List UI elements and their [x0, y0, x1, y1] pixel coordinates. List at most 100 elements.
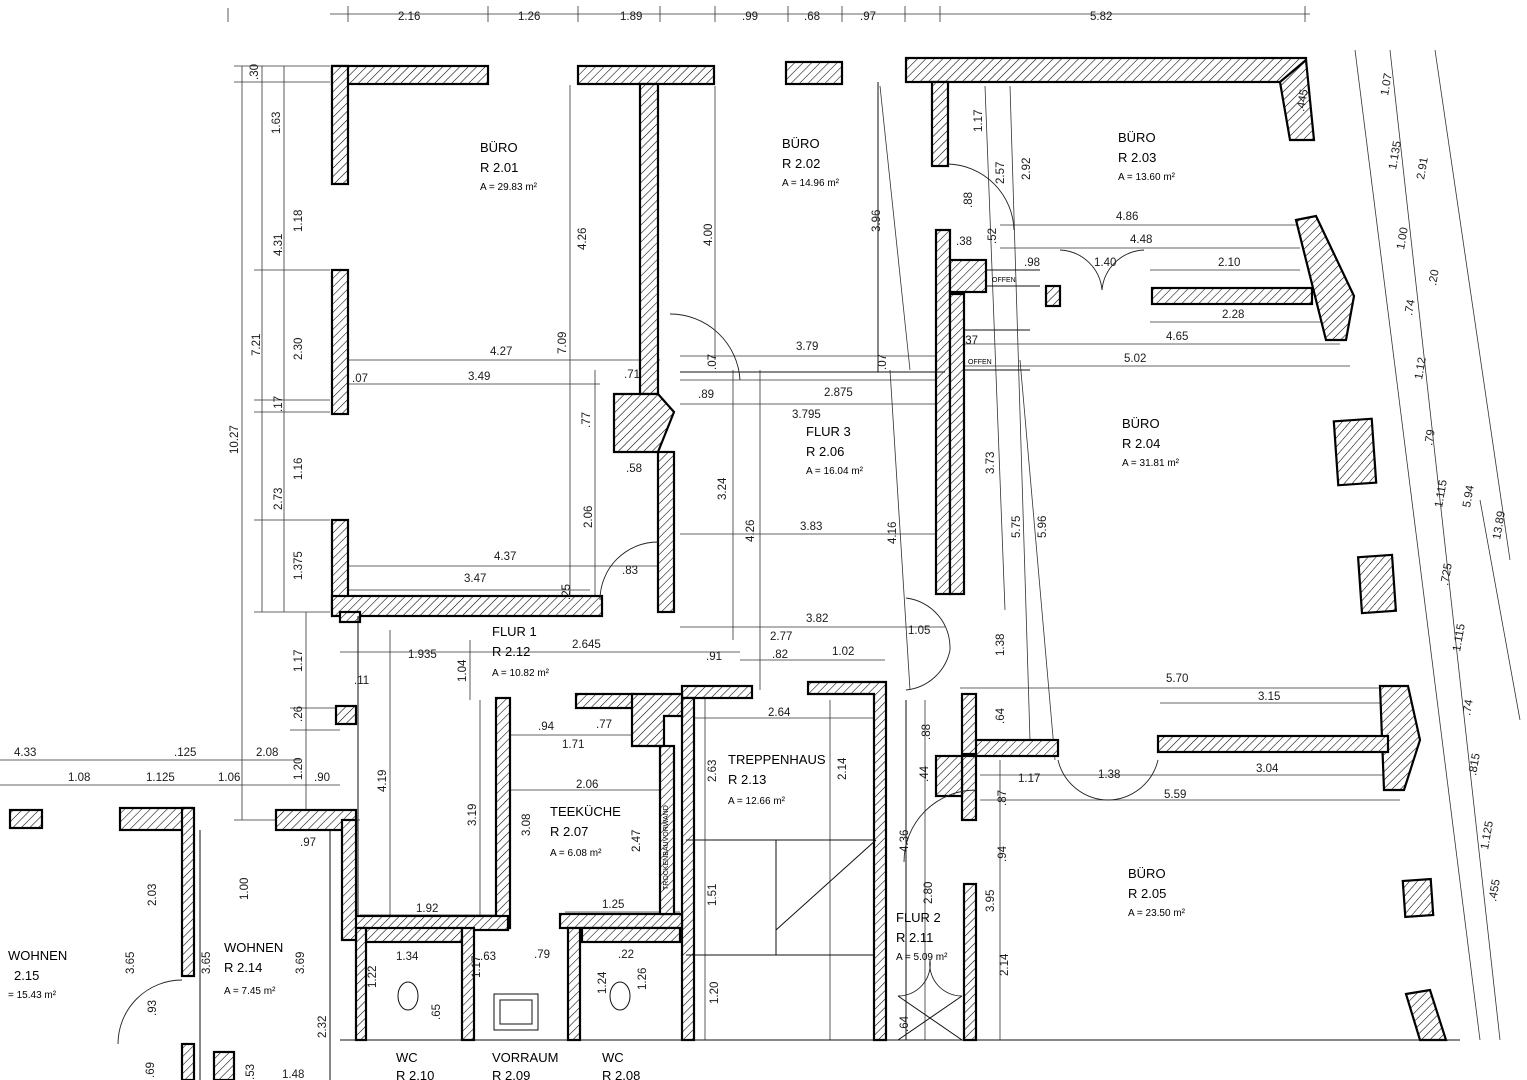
dim-h: 1.125	[146, 772, 175, 784]
dim-h: 1.05	[908, 625, 930, 637]
trockenbau-label: TROCKENBAUVORWAND	[663, 805, 670, 890]
dim-v: 4.26	[745, 520, 757, 542]
dim-h: .98	[1024, 257, 1040, 269]
dim-v: 1.00	[239, 878, 251, 900]
dim-v: .79	[1423, 429, 1438, 447]
dim-v: 2.63	[707, 760, 719, 782]
room-labels: BÜRO R 2.01 A = 29.83 m² BÜRO R 2.02 A =…	[8, 130, 1186, 1080]
dim-v: .88	[921, 724, 933, 740]
dim-h: 2.08	[256, 747, 278, 759]
room-r215-id: 2.15	[14, 968, 39, 983]
dim-h: 5.70	[1166, 673, 1188, 685]
dim-h: 2.77	[770, 631, 792, 643]
dim-v: 3.65	[201, 952, 213, 974]
room-r211-id: R 2.11	[896, 930, 933, 945]
dim-h: 4.48	[1130, 234, 1152, 246]
room-r213-type: TREPPENHAUS	[728, 752, 826, 767]
dim-h: .38	[956, 236, 972, 248]
dim-h: 4.86	[1116, 211, 1138, 223]
dim-v: 5.75	[1011, 516, 1023, 538]
offen-label-1: OFFEN	[992, 277, 1016, 284]
room-r202-type: BÜRO	[782, 136, 820, 151]
dim-h: 1.40	[1094, 257, 1116, 269]
dim-h: 1.38	[1098, 769, 1120, 781]
room-r203-type: BÜRO	[1118, 130, 1156, 145]
room-r206-area: A = 16.04 m²	[806, 466, 864, 477]
dim-v: 1.18	[293, 210, 305, 232]
dim-h: 1.17	[1018, 773, 1040, 785]
dimension-texts-vertical: .30 1.63 1.18 4.31 7.21 2.30 .17 1.16 2.…	[125, 64, 1508, 1080]
dim-h: 1.935	[408, 649, 437, 661]
dim-v: 1.38	[995, 634, 1007, 656]
room-r205-area: A = 23.50 m²	[1128, 908, 1186, 919]
dim-v: 3.96	[871, 210, 883, 232]
dim-v: 2.03	[147, 884, 159, 906]
dim-v: .07	[877, 354, 889, 370]
dim-v: 3.08	[521, 814, 533, 836]
dim-v: 1.12	[1413, 356, 1429, 380]
dim-v: .44	[919, 765, 931, 782]
dim-v: 2.47	[631, 830, 643, 852]
dim-v: .74	[1403, 298, 1418, 316]
dim-v: .725	[1439, 562, 1455, 586]
dim-v: 1.24	[597, 971, 609, 994]
dim-v: .69	[145, 1062, 157, 1078]
dim-h: 4.27	[490, 346, 512, 358]
dim-h: .71	[624, 369, 640, 381]
room-r201-type: BÜRO	[480, 140, 518, 155]
dim-v: 1.17	[973, 110, 985, 132]
dim-h: 2.875	[824, 387, 853, 399]
room-wc210-type: WC	[396, 1050, 418, 1065]
room-r206-id: R 2.06	[806, 444, 844, 459]
dim-v: 1.115	[1433, 479, 1450, 509]
dim-v: .64	[899, 1015, 911, 1032]
dim-h: .94	[538, 721, 555, 733]
dim-h: 4.33	[14, 747, 36, 759]
dim-h: 3.15	[1258, 691, 1280, 703]
dim-v: .65	[431, 1004, 443, 1020]
dim-v: 4.36	[899, 830, 911, 852]
dim-v: 4.31	[273, 234, 285, 256]
dim-v: 2.73	[273, 488, 285, 510]
dim-h: .90	[314, 772, 330, 784]
dim-v: 1.22	[367, 966, 379, 988]
dim-v: 1.17	[471, 956, 483, 978]
dim-v: 1.26	[637, 968, 649, 990]
offen-label-2: OFFEN	[968, 359, 992, 366]
dim-h: .22	[618, 949, 634, 961]
room-r211-type: FLUR 2	[896, 910, 941, 925]
dim-h: 3.795	[792, 409, 821, 421]
dim-v: 3.73	[985, 452, 997, 474]
dim-h: 3.83	[800, 521, 822, 533]
dim-h: 1.08	[68, 772, 90, 784]
room-r212-type: FLUR 1	[492, 624, 537, 639]
dim-v: 3.19	[467, 804, 479, 826]
room-r204-type: BÜRO	[1122, 416, 1160, 431]
dim-v: 2.14	[837, 757, 849, 780]
dim-h: .99	[742, 11, 758, 23]
dim-h: 5.02	[1124, 353, 1146, 365]
dim-h: 4.65	[1166, 331, 1188, 343]
dim-h: 1.71	[562, 739, 584, 751]
dim-h: 2.10	[1218, 257, 1240, 269]
dim-v: 1.20	[709, 982, 721, 1004]
dim-v: 1.51	[707, 884, 719, 906]
room-r205-id: R 2.05	[1128, 886, 1166, 901]
dim-h: 5.82	[1090, 11, 1112, 23]
room-r213-area: A = 12.66 m²	[728, 796, 786, 807]
dim-v: 1.125	[1479, 820, 1496, 850]
room-r201-id: R 2.01	[480, 160, 518, 175]
dim-v: .20	[1427, 269, 1442, 287]
dim-v: 4.19	[377, 770, 389, 792]
room-r213-id: R 2.13	[728, 772, 766, 787]
room-r204-area: A = 31.81 m²	[1122, 458, 1180, 469]
dim-v: .455	[1487, 878, 1503, 902]
room-vr209-id: R 2.09	[492, 1068, 530, 1080]
dim-h: .97	[300, 837, 316, 849]
dim-v: .26	[293, 706, 305, 722]
dim-v: 4.26	[577, 228, 589, 250]
dim-v: 1.20	[293, 758, 305, 780]
room-r207-area: A = 6.08 m²	[550, 848, 602, 859]
dim-h: 2.16	[398, 11, 420, 23]
